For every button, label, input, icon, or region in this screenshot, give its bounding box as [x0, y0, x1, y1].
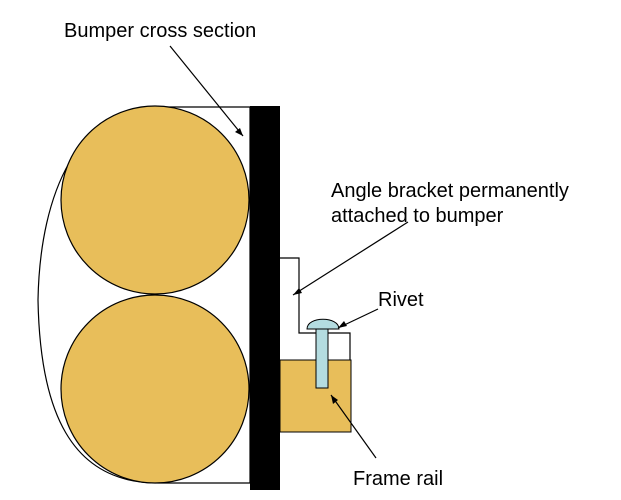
- rivet-head: [306, 318, 340, 330]
- angle-bracket: [280, 257, 351, 360]
- leader-frame-rail: [330, 394, 377, 459]
- label-rivet: Rivet: [378, 289, 424, 311]
- label-angle-bracket-line1: Angle bracket permanently: [331, 180, 569, 202]
- bumper-plate: [250, 106, 280, 490]
- rivet-shank: [315, 327, 329, 389]
- arrowhead-frame-rail: [331, 395, 338, 404]
- leader-angle-bracket: [292, 221, 409, 296]
- leader-bumper-cross-section: [169, 45, 244, 137]
- bumper-tube-lower: [60, 294, 250, 484]
- label-bumper-cross-section: Bumper cross section: [64, 20, 256, 42]
- arrowhead-rivet: [338, 321, 347, 328]
- arrowhead-angle-bracket: [293, 288, 302, 295]
- arrowhead-bumper-cross-section: [235, 128, 243, 136]
- bumper-tube-upper: [60, 105, 250, 295]
- label-angle-bracket-line2: attached to bumper: [331, 205, 504, 227]
- label-frame-rail: Frame rail: [353, 468, 443, 490]
